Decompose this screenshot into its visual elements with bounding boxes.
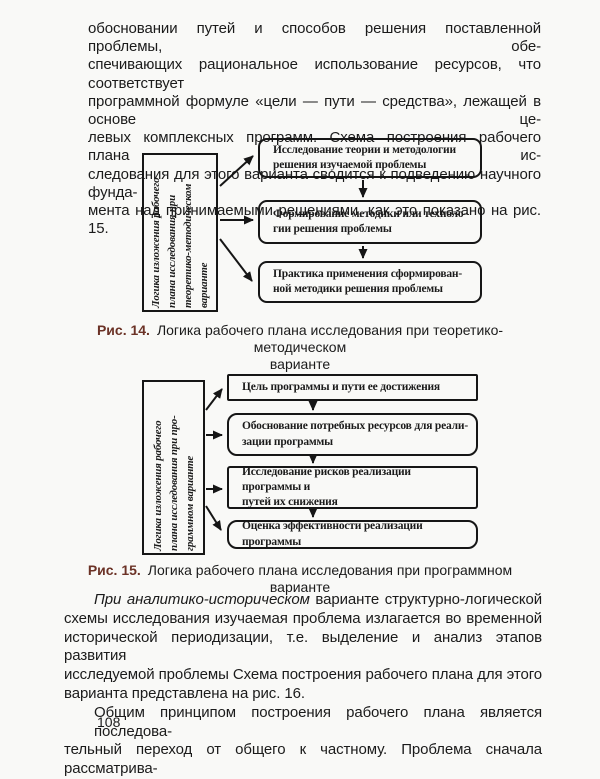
arrow-f15-side-to-box4 bbox=[205, 505, 222, 531]
flow-box-text: Цель программы и пути ее достижения bbox=[242, 380, 440, 393]
book-page: обосновании путей и способов решения пос… bbox=[60, 20, 542, 777]
intro-paragraph: обосновании путей и способов решения пос… bbox=[88, 20, 541, 238]
arrow-f14-side-to-box3 bbox=[219, 238, 253, 282]
figure15-caption-text: Логика рабочего плана исследования при п… bbox=[147, 562, 513, 595]
text-line: программной формуле «цели — пути — средс… bbox=[88, 92, 541, 129]
text-line: При аналитико-историческом варианте стру… bbox=[94, 591, 542, 608]
text-line: тельный переход от общего к частному. Пр… bbox=[64, 741, 542, 778]
flow-box-text: Формирование методики или техноло- гии р… bbox=[273, 207, 468, 235]
text-line: мента над принимаемыми решениями, как эт… bbox=[88, 202, 541, 238]
flow-box-text: Практика применения сформирован- ной мет… bbox=[273, 267, 462, 295]
flow-box-text: Обоснование потребных ресурсов для реали… bbox=[242, 420, 468, 448]
flow-box-text: Оценка эффективности реализации программ… bbox=[242, 520, 423, 548]
body-paragraphs: При аналитико-историческом варианте стру… bbox=[64, 591, 542, 779]
figure14-caption-text: Логика рабочего плана исследования при т… bbox=[156, 322, 504, 355]
figure14-side-label: Логика изложения рабочего плана исследов… bbox=[150, 177, 210, 308]
figure14-caption-line2: варианте bbox=[269, 356, 331, 372]
figure14-side-label-box: Логика изложения рабочего плана исследов… bbox=[142, 153, 218, 312]
figure14-caption-line1: Рис. 14. Логика рабочего плана исследован… bbox=[60, 322, 540, 356]
figure15-flow-box-1: Цель программы и пути ее достижения bbox=[227, 374, 478, 401]
figure15-caption: Рис. 15. Логика рабочего плана исследован… bbox=[60, 562, 540, 596]
text-line: обосновании путей и способов решения пос… bbox=[88, 20, 541, 56]
text-line: исторической периодизации, т.е. выделени… bbox=[64, 628, 542, 665]
figure14-flow-box-1: Исследование теории и методологии решени… bbox=[258, 138, 482, 178]
text-line: Общим принципом построения рабочего план… bbox=[94, 703, 542, 740]
text-line: следования для этого варианта сводится к… bbox=[88, 165, 541, 201]
arrow-f15-side-to-box1 bbox=[205, 388, 223, 411]
figure15-side-label: Логика изложения рабочего плана исследов… bbox=[151, 414, 196, 551]
flow-box-text: Исследование теории и методологии решени… bbox=[273, 143, 456, 171]
figure15-caption-label: Рис. 15. bbox=[87, 562, 141, 578]
flow-box-text: Исследование рисков реализации программы… bbox=[242, 465, 411, 509]
figure15-flow-box-3: Исследование рисков реализации программы… bbox=[227, 466, 478, 509]
figure14-caption-label: Рис. 14. bbox=[96, 322, 150, 338]
text-line: исследуемой проблемы Схема построения ра… bbox=[64, 666, 542, 684]
text-line: спечивающих рациональное использование р… bbox=[88, 56, 541, 92]
figure14-flow-box-2: Формирование методики или техноло- гии р… bbox=[258, 200, 482, 244]
text-line: варианта представлена на рис. 16. bbox=[64, 684, 305, 702]
figure15-flow-box-4: Оценка эффективности реализации программ… bbox=[227, 520, 478, 549]
figure15-flow-box-2: Обоснование потребных ресурсов для реали… bbox=[227, 413, 478, 456]
text-line: схемы исследования изучаемая проблема из… bbox=[64, 609, 542, 627]
page-number: 108 bbox=[97, 714, 121, 730]
text-line: левых комплексных программ. Схема постро… bbox=[88, 129, 541, 165]
figure15-side-label-box: Логика изложения рабочего плана исследов… bbox=[142, 380, 205, 555]
figure14-caption: Рис. 14. Логика рабочего плана исследован… bbox=[60, 322, 540, 373]
figure14-flow-box-3: Практика применения сформирован- ной мет… bbox=[258, 261, 482, 303]
